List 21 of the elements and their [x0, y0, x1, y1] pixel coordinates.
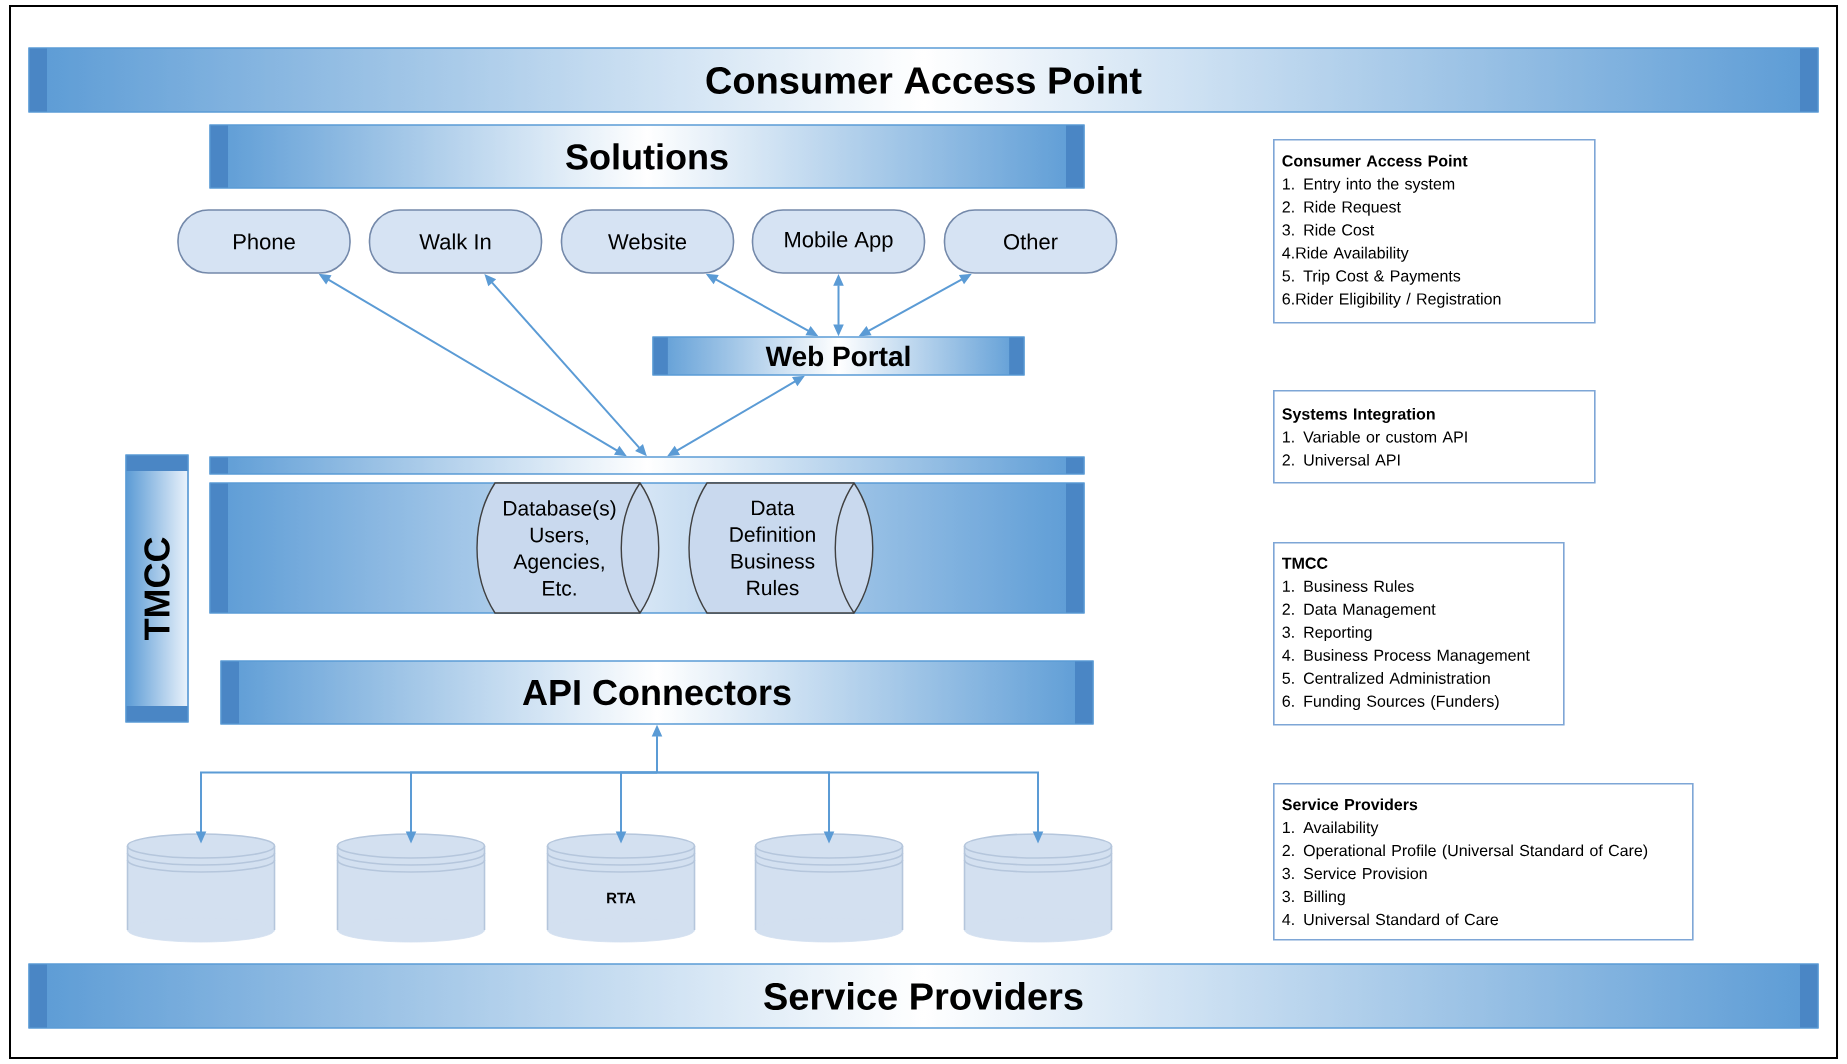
- banner: TMCC: [125, 454, 189, 723]
- rounded-box: Phone: [177, 209, 351, 274]
- note-box: Service Providers 1. Availability 2. Operational Profile (Universal Standard of Care) 3. Service Provision 3. Billing 4. Universal Standard of Care: [1273, 783, 1694, 941]
- rounded-box: Walk In: [368, 209, 543, 274]
- cylinder: [754, 833, 904, 943]
- rounded-box: Other: [943, 209, 1118, 274]
- banner: API Connectors: [220, 660, 1094, 725]
- cylinder: RTA: [546, 833, 696, 943]
- banner: Solutions: [209, 124, 1085, 189]
- rounded-box: Website: [560, 209, 735, 274]
- bar: [209, 456, 1085, 475]
- note-box: TMCC 1. Business Rules 2. Data Management 3. Reporting 4. Business Process Management 5. Centralized Administration 6. Funding Sources (Funders): [1273, 542, 1565, 726]
- banner: Web Portal: [652, 336, 1025, 376]
- rounded-box: Mobile App: [751, 209, 926, 274]
- note-box: Consumer Access Point 1. Entry into the system 2. Ride Request 3. Ride Cost 4.Ride Availability 5. Trip Cost & Payments 6.Rider Eligibility / Registration: [1273, 139, 1596, 324]
- banner: Service Providers: [28, 963, 1819, 1029]
- cylinder: [126, 833, 276, 943]
- cylinder: [336, 833, 486, 943]
- note-box: Systems Integration 1. Variable or custom API 2. Universal API: [1273, 390, 1596, 484]
- banner: Consumer Access Point: [28, 47, 1819, 113]
- cylinder: [963, 833, 1113, 943]
